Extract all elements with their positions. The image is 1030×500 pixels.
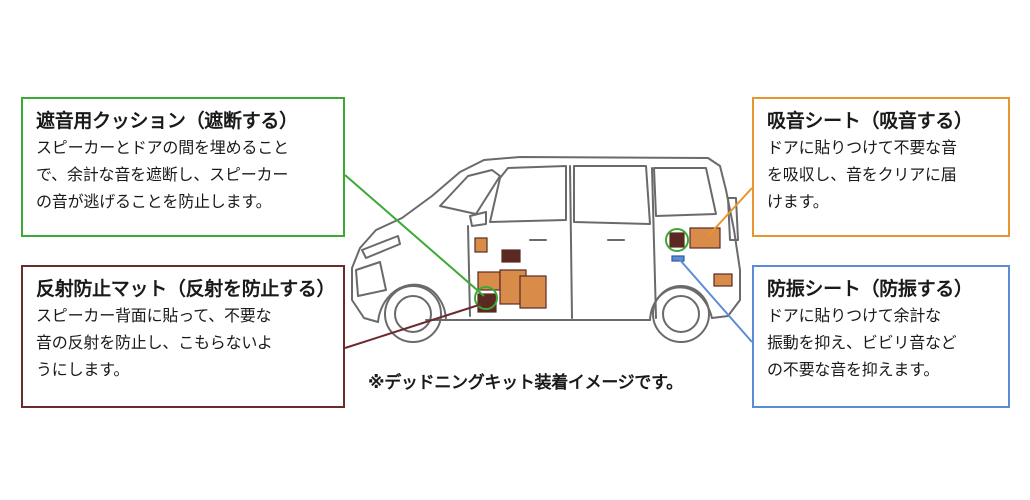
windshield [439,169,501,215]
callout-cushion-line: で、余計な音を遮断し、スピーカー [36,165,289,184]
callout-mat: 反射防止マット（反射を防止する） スピーカー背面に貼って、不要な 音の反射を防止… [21,265,345,408]
callout-damp: 防振シート（防振する） ドアに貼りつけて余計な 振動を抑え、ビビリ音など の不要… [752,265,1010,408]
callout-absorb-body: ドアに貼りつけて不要な音 を吸収し、音をクリアに届 けます。 [767,134,996,215]
callout-cushion-title: 遮音用クッション（遮断する） [36,110,298,132]
absorb-leader-line [707,187,753,237]
quarter-window [653,167,717,217]
car-outline [351,156,741,323]
front-window [489,165,567,223]
rear-wheel-hub [662,295,700,333]
rear-window [573,165,651,225]
front-wheel [384,285,442,343]
kit-parts [474,227,733,313]
callout-mat-body: スピーカー背面に貼って、不要な 音の反射を防止し、こもらないよ うにします。 [36,302,331,383]
cushion-leader-line [344,174,485,297]
callout-absorb-line: を吸収し、音をクリアに届 [767,165,957,184]
callout-cushion-line: スピーカーとドアの間を埋めること [36,138,289,157]
rear-door-line [651,167,657,319]
tail-light [727,197,739,241]
headlight [361,235,401,259]
car-body-outline [351,156,741,323]
rear-wheel [652,285,710,343]
callout-cushion: 遮音用クッション（遮断する） スピーカーとドアの間を埋めること で、余計な音を遮… [21,97,345,237]
rear-speaker-mat [669,232,685,248]
front-door-small-sheet [501,249,521,263]
callout-mat-line: スピーカー背面に貼って、不要な [36,306,272,325]
rear-highlight-circle [665,228,689,252]
callout-damp-line: 振動を抑え、ビビリ音など [767,333,957,352]
rear-lower-sheet [713,273,733,287]
side-mirror [469,211,487,227]
callout-mat-title: 反射防止マット（反射を防止する） [36,278,336,300]
callout-damp-line: の不要な音を抑えます。 [767,360,940,379]
image-caption: ※デッドニングキット装着イメージです。 [368,373,683,393]
callout-cushion-line: の音が逃げることを防止します。 [36,192,272,211]
callout-absorb-line: けます。 [767,192,829,211]
damp-leader-line [679,259,753,343]
front-door-upper-sheet [474,237,488,253]
callout-absorb-line: ドアに貼りつけて不要な音 [767,138,957,157]
callout-damp-title: 防振シート（防振する） [767,278,973,300]
front-door-sheet-c [519,275,547,309]
front-wheel-hub [394,295,432,333]
front-door-line [467,225,471,317]
wheels [384,285,710,343]
callout-cushion-body: スピーカーとドアの間を埋めること で、余計な音を遮断し、スピーカー の音が逃げる… [36,134,331,215]
rear-door-sheet [689,227,721,249]
callout-damp-line: ドアに貼りつけて余計な [767,306,941,325]
rear-wheel-arch [649,286,713,321]
mat-leader-line [344,303,483,349]
damping-strip [671,255,685,262]
front-wheel-arch [377,283,447,323]
callout-damp-body: ドアに貼りつけて余計な 振動を抑え、ビビリ音など の不要な音を抑えます。 [767,302,996,383]
callout-mat-line: うにします。 [36,360,130,379]
cushion-highlight-circle [474,286,498,310]
b-pillar-line [569,165,573,319]
callout-absorb-title: 吸音シート（吸音する） [767,110,973,132]
callout-mat-line: 音の反射を防止し、こもらないよ [36,333,273,352]
grille [355,261,387,297]
callout-absorb: 吸音シート（吸音する） ドアに貼りつけて不要な音 を吸収し、音をクリアに届 けま… [752,97,1010,237]
